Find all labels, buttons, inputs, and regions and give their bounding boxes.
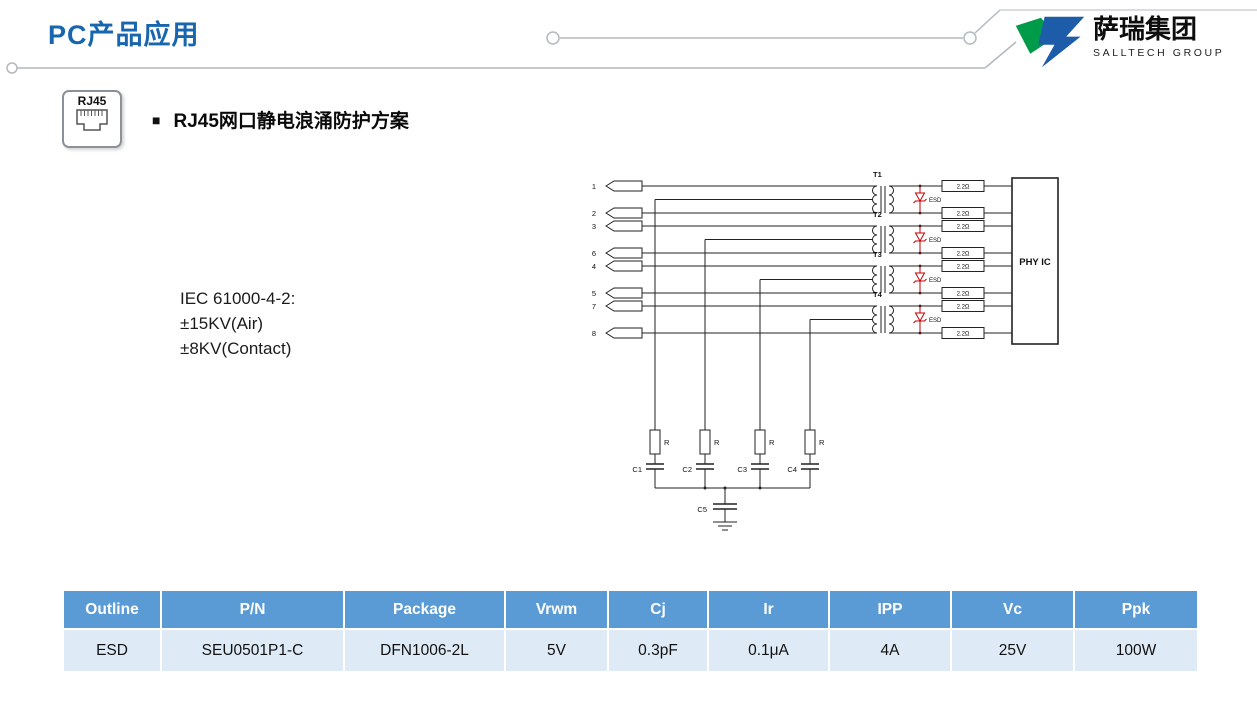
iec-contact-rating: ±8KV(Contact) <box>180 339 292 358</box>
page-title: PC产品应用 <box>48 20 200 50</box>
header-ppk: Ppk <box>1073 589 1199 630</box>
svg-text:C3: C3 <box>737 465 747 474</box>
svg-text:3: 3 <box>592 222 596 231</box>
header-outline: Outline <box>62 589 162 630</box>
svg-text:C4: C4 <box>787 465 797 474</box>
bulk-capacitor-and-ground: C5 <box>655 486 810 531</box>
circuit-schematic: 1 2 3 6 4 5 7 8 T1 <box>592 170 1059 531</box>
svg-text:T3: T3 <box>873 250 882 259</box>
svg-text:2.2Ω: 2.2Ω <box>957 225 970 231</box>
series-resistors: 2.2Ω 2.2Ω 2.2Ω 2.2Ω 2.2Ω 2.2Ω 2.2Ω 2.2Ω <box>941 180 985 339</box>
svg-text:R: R <box>769 438 775 447</box>
header-ipp: IPP <box>828 589 952 630</box>
cell-package: DFN1006-2L <box>343 628 506 673</box>
spec-table-header-row: Outline P/N Package Vrwm Cj Ir IPP Vc Pp… <box>62 589 1199 630</box>
spec-table: Outline P/N Package Vrwm Cj Ir IPP Vc Pp… <box>62 589 1199 673</box>
square-bullet-icon: ■ <box>152 111 161 128</box>
svg-text:7: 7 <box>592 302 596 311</box>
iec-standard: IEC 61000-4-2: <box>180 289 296 308</box>
termination-leg-2: R C2 <box>682 429 720 488</box>
header-cj: Cj <box>607 589 709 630</box>
svg-text:2.2Ω: 2.2Ω <box>957 252 970 258</box>
svg-text:C2: C2 <box>682 465 692 474</box>
transformer-t4: T4 <box>872 290 894 334</box>
cell-vc: 25V <box>950 628 1075 673</box>
logo-mark-icon <box>1015 16 1085 68</box>
esd-diode-3: ESD <box>913 264 942 295</box>
header-pn: P/N <box>160 589 345 630</box>
svg-text:5: 5 <box>592 289 596 298</box>
termination-leg-4: R C4 <box>787 429 825 488</box>
cell-pn: SEU0501P1-C <box>160 628 345 673</box>
phy-ic-box: PHY IC <box>1011 177 1059 345</box>
svg-text:ESD: ESD <box>929 318 942 324</box>
svg-text:8: 8 <box>592 329 596 338</box>
termination-leg-1: R C1 <box>632 429 670 488</box>
svg-text:2: 2 <box>592 209 596 218</box>
section-heading: ■ RJ45网口静电浪涌防护方案 <box>152 106 409 133</box>
header-vc: Vc <box>950 589 1075 630</box>
iec-spec-text: IEC 61000-4-2: ±15KV(Air) ±8KV(Contact) <box>180 286 295 361</box>
logo-group-name: SALLTECH GROUP <box>1093 47 1225 59</box>
esd-diode-2: ESD <box>913 224 942 255</box>
svg-text:T4: T4 <box>873 290 883 299</box>
center-tap-wires <box>654 199 873 430</box>
svg-text:R: R <box>819 438 825 447</box>
secondary-wires <box>889 185 1012 334</box>
iec-air-rating: ±15KV(Air) <box>180 314 264 333</box>
cell-vrwm: 5V <box>504 628 609 673</box>
svg-text:T2: T2 <box>873 210 882 219</box>
rj45-icon-box: RJ45 <box>62 90 122 148</box>
esd-diode-1: ESD <box>913 184 942 215</box>
transformer-t2: T2 <box>872 210 894 254</box>
svg-text:6: 6 <box>592 249 596 258</box>
svg-text:2.2Ω: 2.2Ω <box>957 185 970 191</box>
svg-text:2.2Ω: 2.2Ω <box>957 305 970 311</box>
rj45-icon-label: RJ45 <box>77 94 107 108</box>
rj45-pins: 1 2 3 6 4 5 7 8 <box>592 180 643 339</box>
svg-text:2.2Ω: 2.2Ω <box>957 332 970 338</box>
company-logo: 萨瑞集团 SALLTECH GROUP <box>1014 13 1224 71</box>
svg-text:PHY IC: PHY IC <box>1019 257 1051 268</box>
rj45-jack-icon <box>76 109 108 131</box>
cell-ppk: 100W <box>1073 628 1199 673</box>
svg-text:ESD: ESD <box>929 198 942 204</box>
svg-text:2.2Ω: 2.2Ω <box>957 212 970 218</box>
cell-ipp: 4A <box>828 628 952 673</box>
esd-diode-4: ESD <box>913 304 942 335</box>
section-heading-text: RJ45网口静电浪涌防护方案 <box>173 111 409 132</box>
svg-text:2.2Ω: 2.2Ω <box>957 265 970 271</box>
transformer-t1: T1 <box>872 170 894 214</box>
logo-company-name: 萨瑞集团 <box>1093 14 1198 44</box>
svg-text:2.2Ω: 2.2Ω <box>957 292 970 298</box>
svg-text:ESD: ESD <box>929 238 942 244</box>
termination-leg-3: R C3 <box>737 429 775 488</box>
header-vrwm: Vrwm <box>504 589 609 630</box>
spec-table-data-row: ESD SEU0501P1-C DFN1006-2L 5V 0.3pF 0.1μ… <box>62 628 1199 673</box>
svg-text:T1: T1 <box>873 170 882 179</box>
svg-text:4: 4 <box>592 262 596 271</box>
header-package: Package <box>343 589 506 630</box>
cell-cj: 0.3pF <box>607 628 709 673</box>
svg-text:1: 1 <box>592 182 596 191</box>
svg-text:C5: C5 <box>697 505 707 514</box>
svg-text:R: R <box>714 438 720 447</box>
svg-text:R: R <box>664 438 670 447</box>
svg-text:C1: C1 <box>632 465 642 474</box>
transformer-t3: T3 <box>872 250 894 294</box>
cell-outline: ESD <box>62 628 162 673</box>
cell-ir: 0.1μA <box>707 628 830 673</box>
svg-text:ESD: ESD <box>929 278 942 284</box>
header-ir: Ir <box>707 589 830 630</box>
